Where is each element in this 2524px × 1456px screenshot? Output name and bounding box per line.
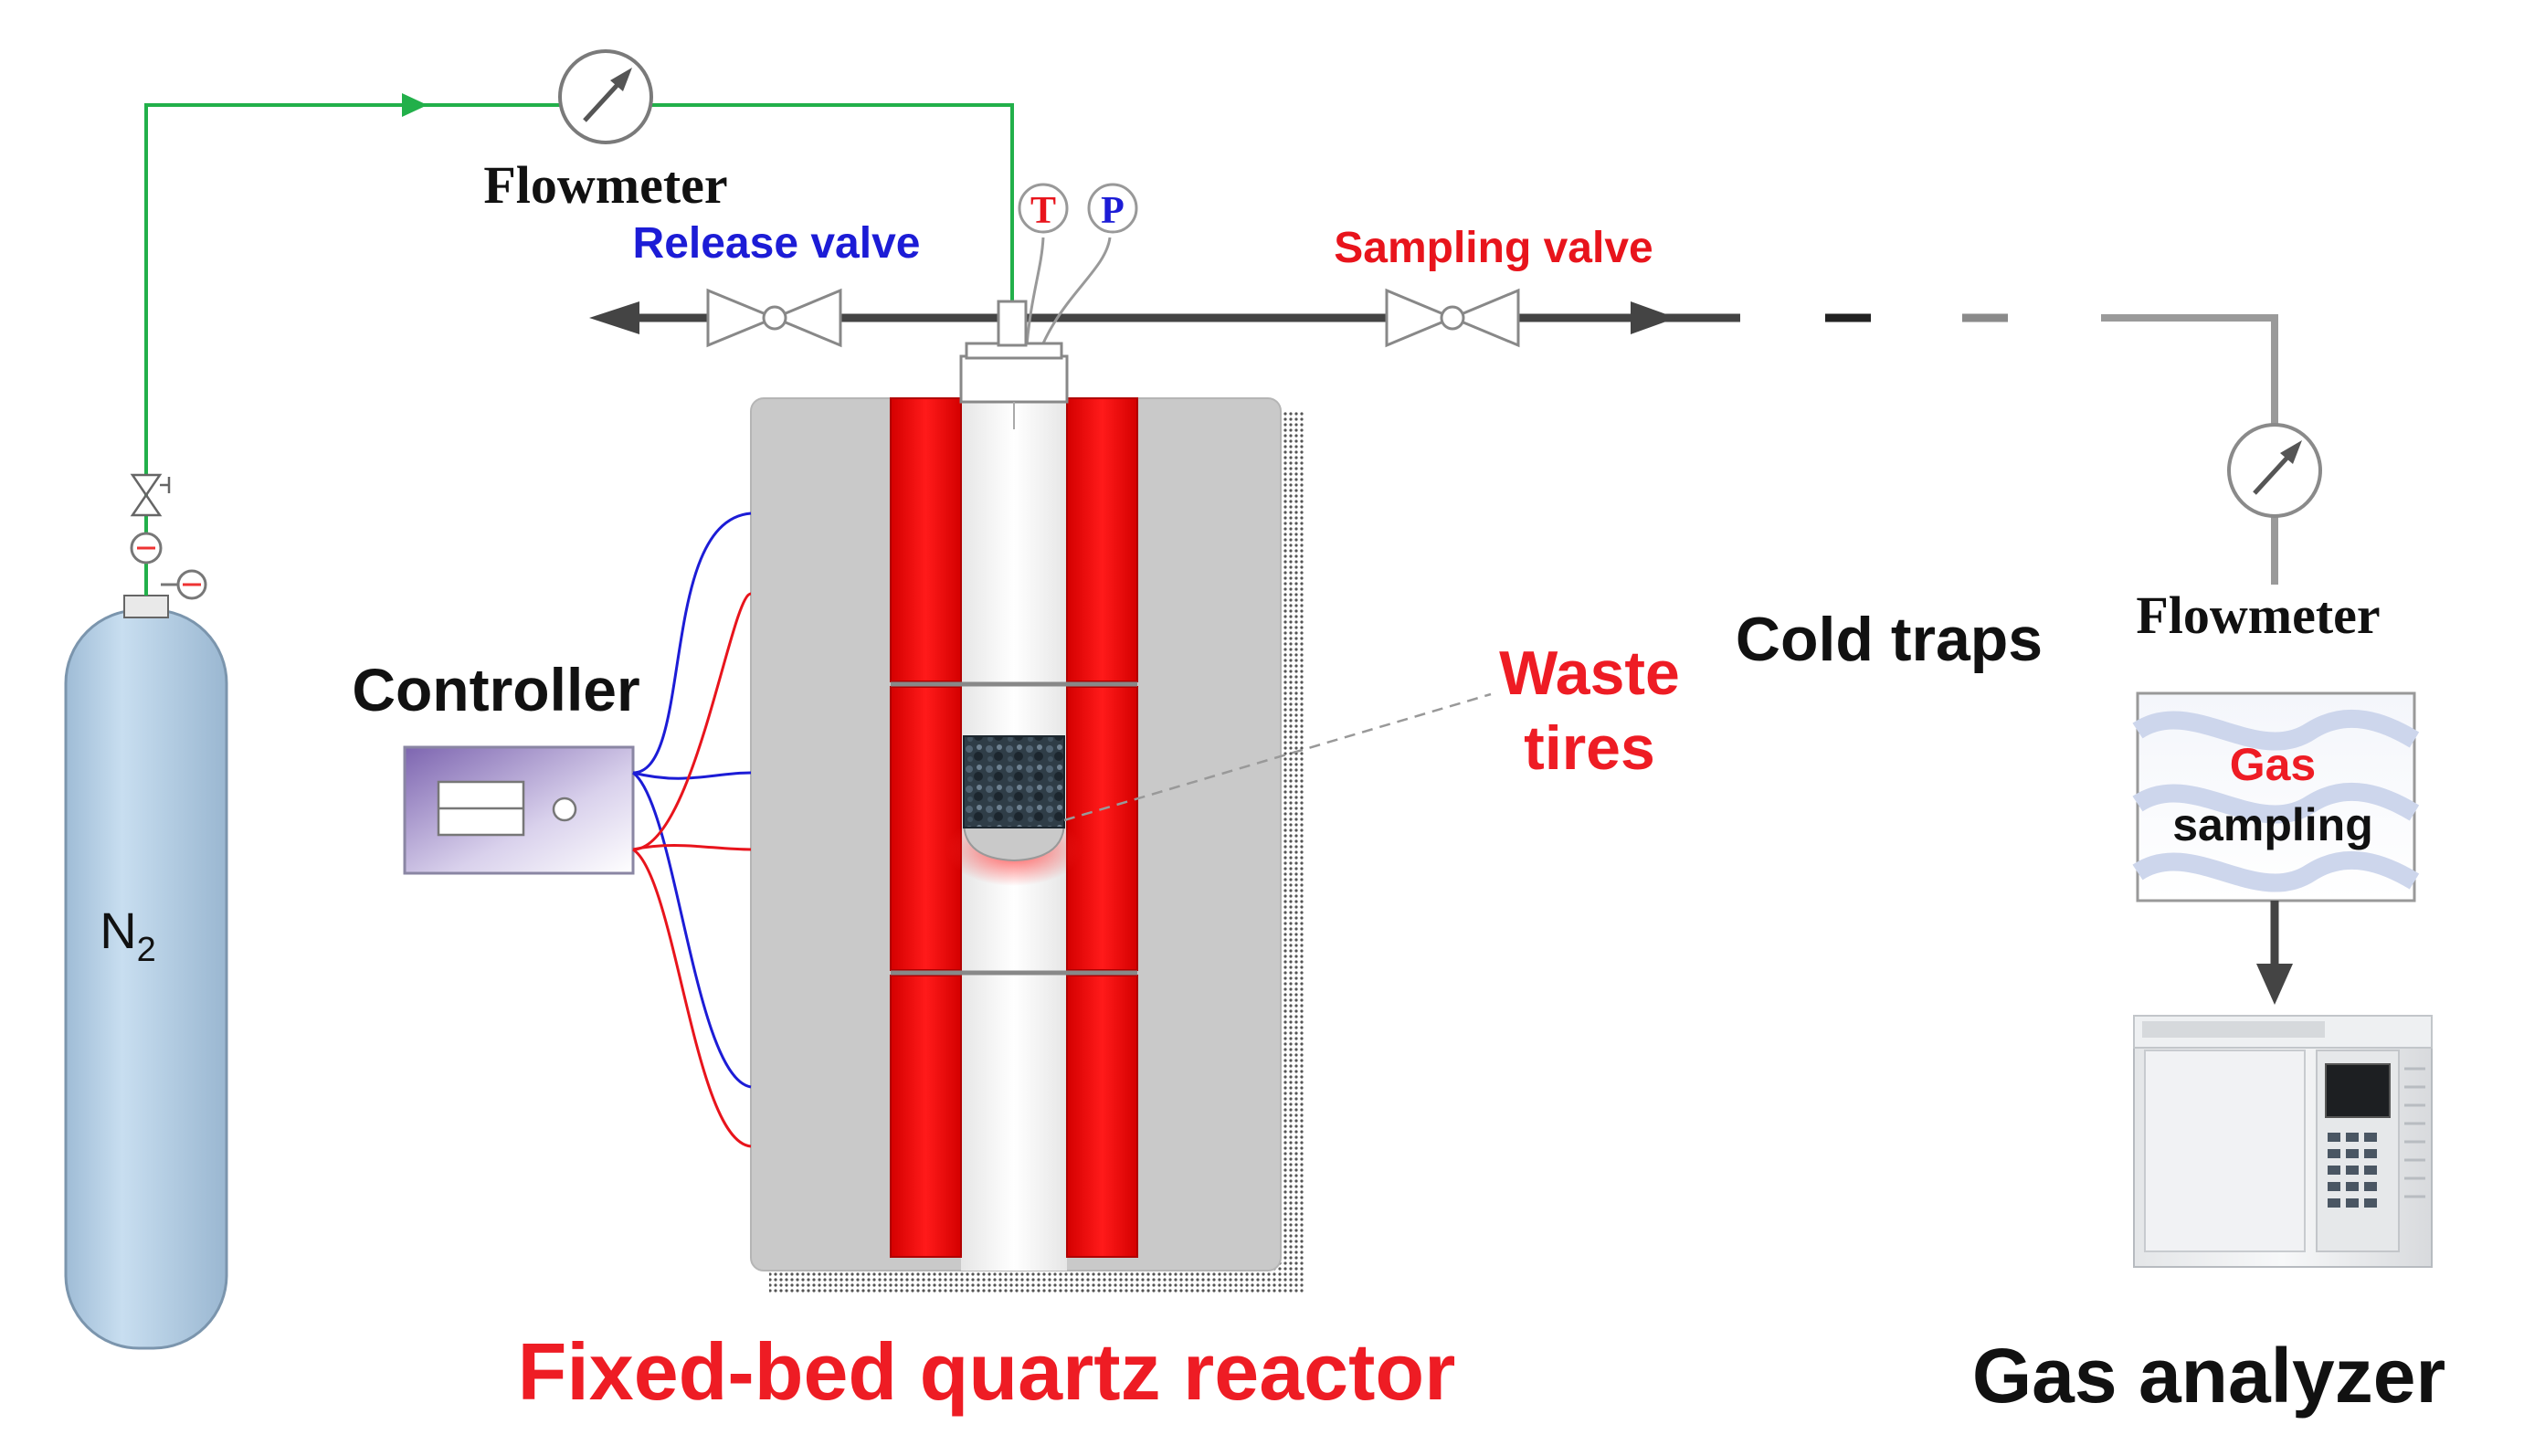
controller-knob-icon[interactable] [552,797,577,822]
analyzer-screen [2325,1063,2391,1118]
analyzer-title: Gas analyzer [1972,1333,2445,1419]
right-flowmeter-gauge-icon[interactable] [2227,423,2322,518]
sampling-valve-icon[interactable] [1385,288,1520,348]
regulator-valve-icon[interactable] [130,473,171,517]
n2-cylinder: N2 [64,470,228,1350]
sample-crucible [962,821,1066,862]
outflow-arrow-icon [1631,301,1676,334]
waste-leader-line [1063,692,1492,822]
reactor-head-fitting [959,300,1069,429]
temperature-sensor-label: T [1030,190,1056,232]
n2-flow-arrow-icon [402,93,428,117]
top-flowmeter-label: Flowmeter [483,155,727,215]
waste-tire-sample [963,735,1065,828]
analyzer-vents [2404,1067,2425,1198]
gas-sampling-label-line1: Gas [2230,739,2317,790]
controller-unit[interactable] [403,745,635,875]
pressure-gauge-icon [130,532,207,600]
pressure-sensor-icon: P [1030,183,1138,375]
release-valve-icon[interactable] [706,288,842,348]
controller-label: Controller [352,656,639,723]
release-arrow-icon [589,301,639,334]
right-flowmeter-label: Flowmeter [2136,586,2380,645]
reactor-title: Fixed-bed quartz reactor [518,1326,1456,1417]
fixed-bed-reactor [750,300,1304,1292]
gas-sampling-label-line2: sampling [2172,799,2372,850]
analyzer-arrow-icon [2256,964,2293,1005]
pressure-sensor-label: P [1101,190,1125,232]
sampling-valve-label: Sampling valve [1334,224,1653,272]
heater-elements [890,397,1138,1258]
top-flowmeter-gauge-icon[interactable] [558,49,653,144]
temperature-sensor-icon: T [1018,183,1069,375]
n2-label: N2 [100,902,156,969]
cold-traps-label: Cold traps [1736,605,2043,674]
gas-analyzer-instrument[interactable] [2133,1015,2433,1268]
thermocouple-wires [632,512,752,1148]
analyzer-keypad[interactable] [2328,1133,2377,1208]
release-valve-label: Release valve [633,219,921,268]
gas-sampling-bag: Gas sampling [2132,691,2420,902]
